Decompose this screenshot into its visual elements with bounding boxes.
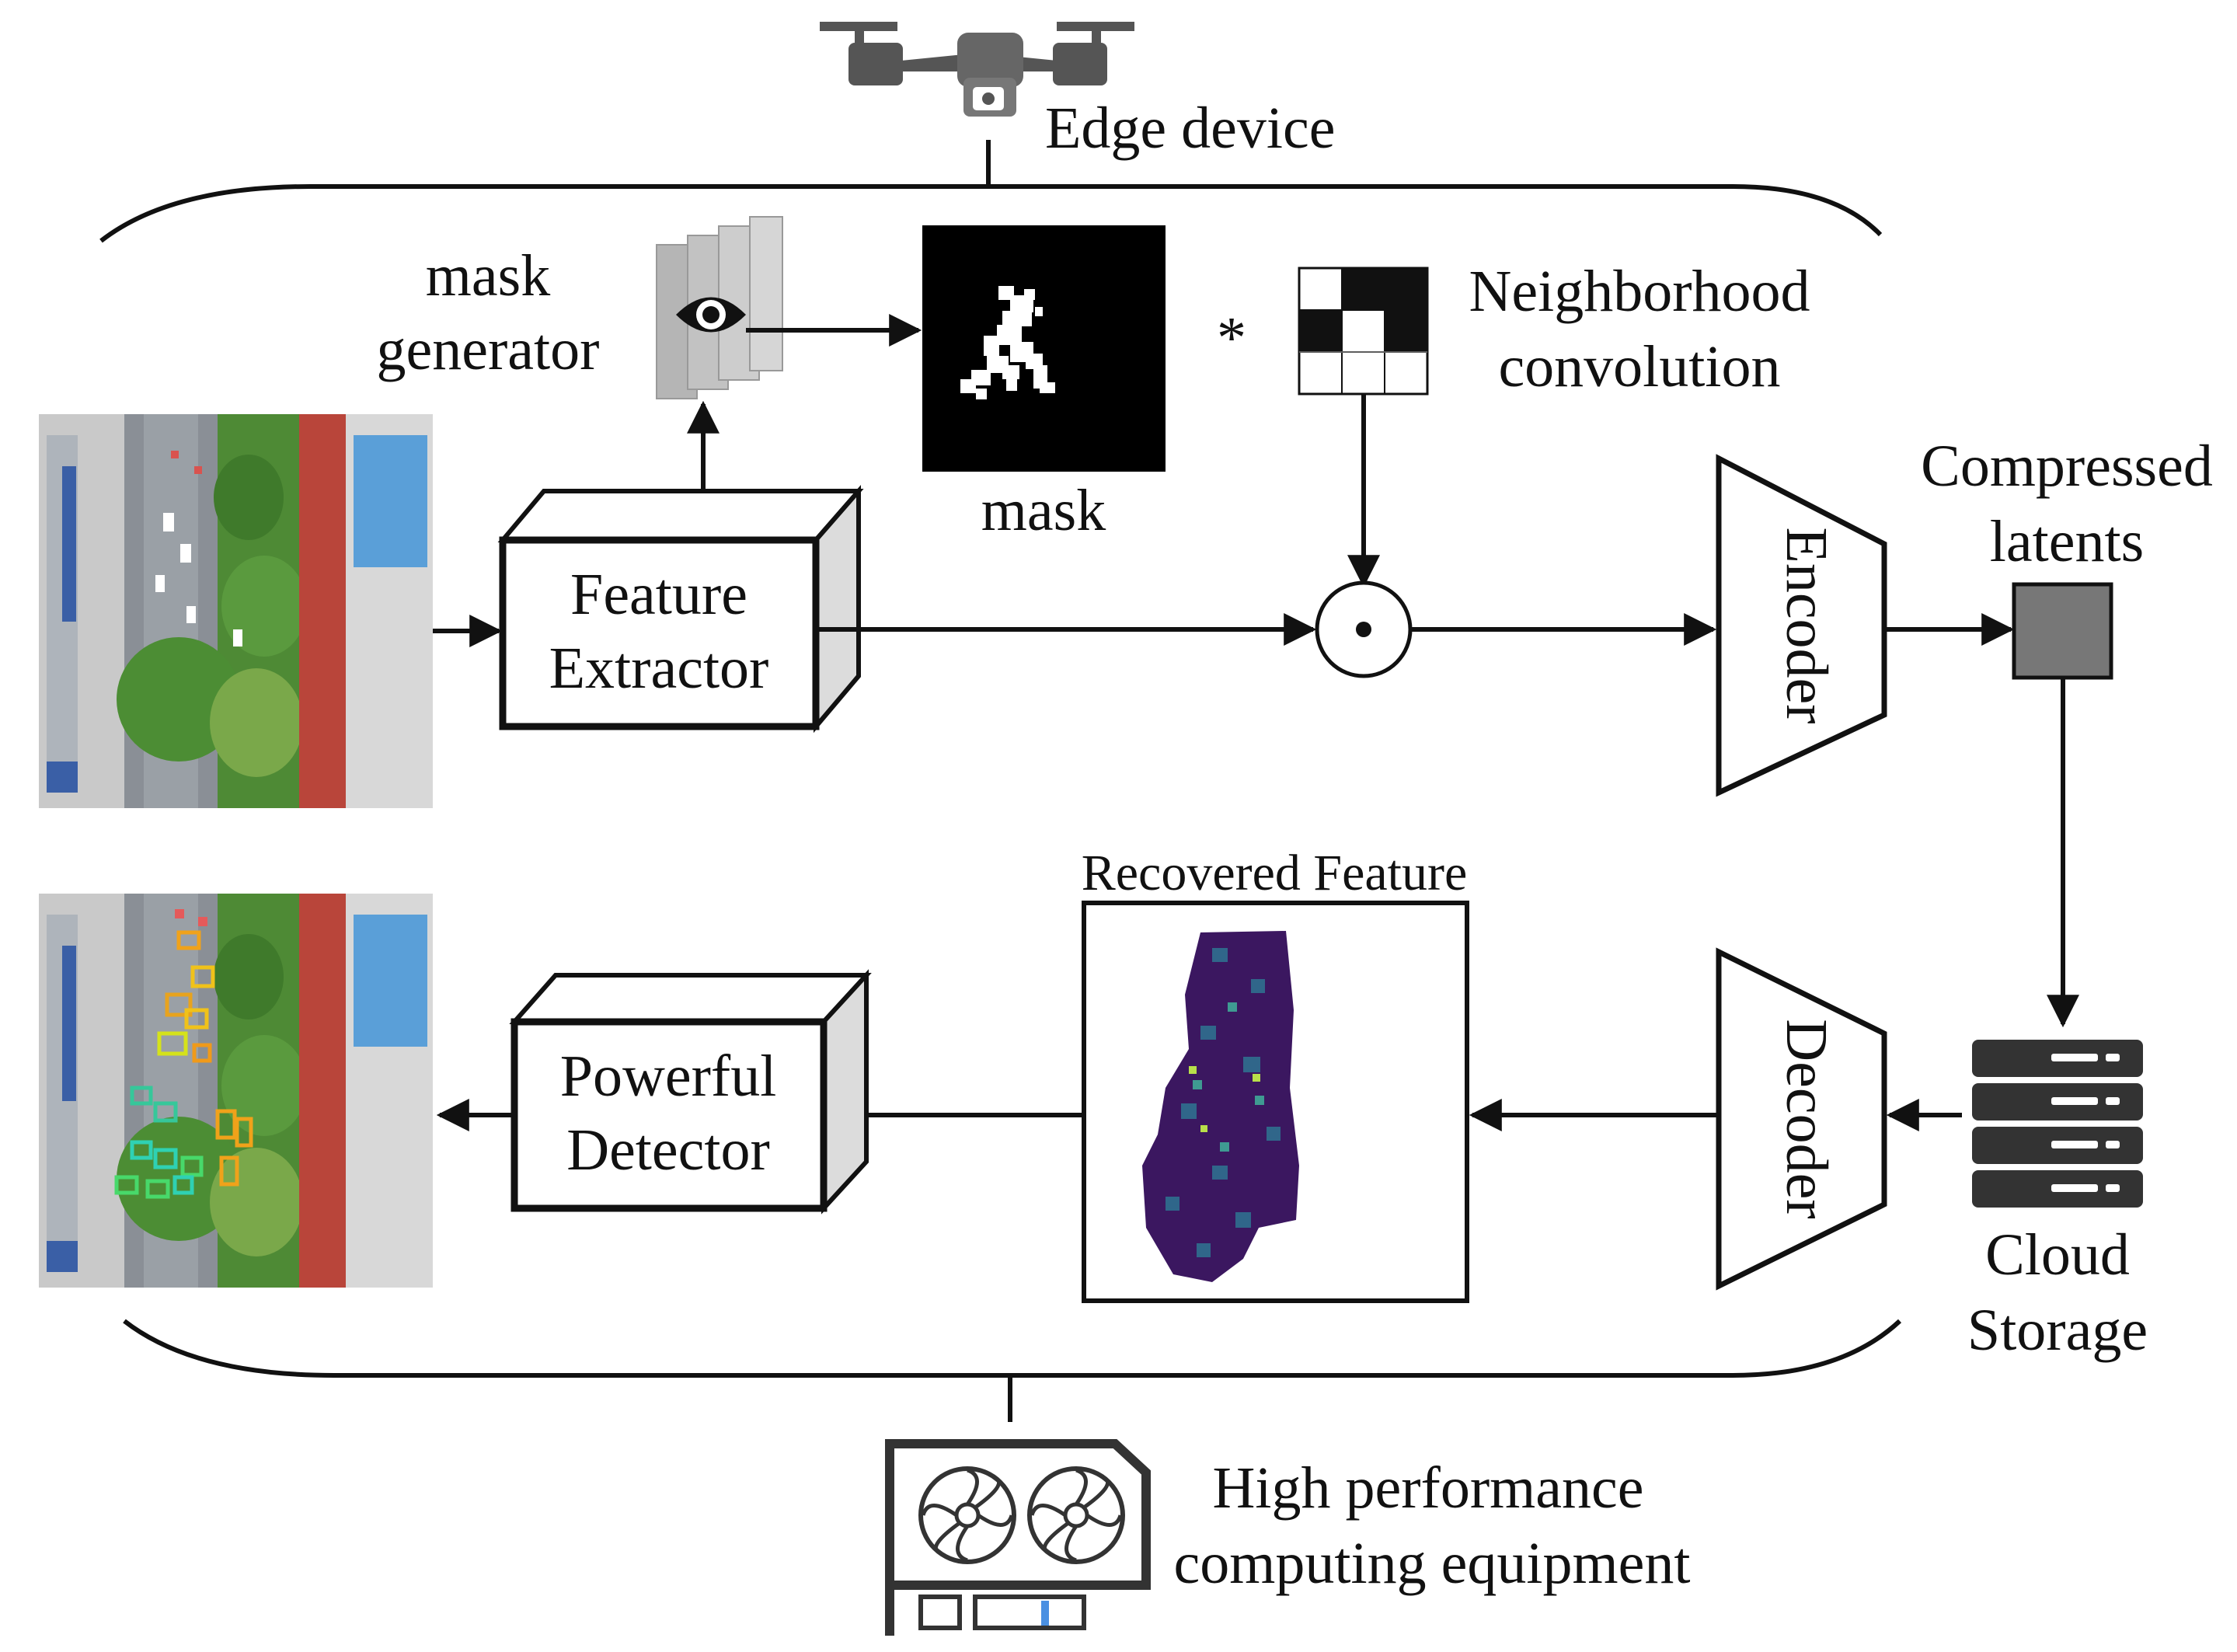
powerful-detector-label-line2: Detector — [566, 1117, 770, 1183]
gpu-card-icon — [885, 1439, 1151, 1636]
compressed-latents-label-line1: Compressed — [1921, 434, 2213, 499]
neighborhood-kernel — [1298, 267, 1429, 396]
mask-image — [922, 225, 1166, 472]
edge-device-bracket — [99, 184, 1883, 243]
edge-device-label: Edge device — [1045, 96, 1335, 161]
feature-extractor-label-line1: Feature — [570, 562, 747, 627]
hpc-label-line1: High performance — [1213, 1455, 1644, 1521]
powerful-detector-label-line1: Powerful — [560, 1044, 777, 1109]
elementwise-product-icon — [1315, 580, 1413, 678]
hpc-bracket — [123, 1319, 1902, 1378]
compressed-latent-square — [2012, 582, 2113, 680]
decoder-label: Decoder — [1774, 1019, 1839, 1218]
compressed-latents-label-line2: latents — [1990, 509, 2144, 574]
neighborhood-label-line1: Neighborhood — [1469, 259, 1810, 324]
eye-icon — [676, 297, 746, 333]
mask-label: mask — [981, 478, 1106, 543]
mask-generator-label-line1: mask — [426, 243, 550, 308]
mask-generator-label-line2: generator — [377, 317, 600, 382]
server-icon — [1972, 1040, 2143, 1208]
mask-generator-block — [656, 216, 783, 399]
recovered-feature-label: Recovered Feature — [1082, 845, 1468, 901]
feature-extractor-block — [497, 485, 864, 734]
feature-extractor-label-line2: Extractor — [549, 636, 769, 701]
input-aerial-image — [39, 414, 433, 808]
decoder-block — [1716, 947, 1887, 1291]
output-detection-image — [39, 894, 433, 1288]
cloud-storage-label-line1: Cloud — [1985, 1222, 2130, 1288]
encoder-label: Encoder — [1774, 527, 1839, 723]
drone-icon — [820, 22, 1134, 117]
cloud-storage-label-line2: Storage — [1967, 1298, 2148, 1363]
hpc-label-line2: computing equipment — [1174, 1531, 1691, 1596]
neighborhood-label-line2: convolution — [1498, 334, 1780, 399]
recovered-feature-map — [1082, 901, 1469, 1303]
convolution-operator: * — [1217, 305, 1246, 371]
encoder-block — [1716, 454, 1887, 797]
powerful-detector-block — [509, 969, 872, 1215]
